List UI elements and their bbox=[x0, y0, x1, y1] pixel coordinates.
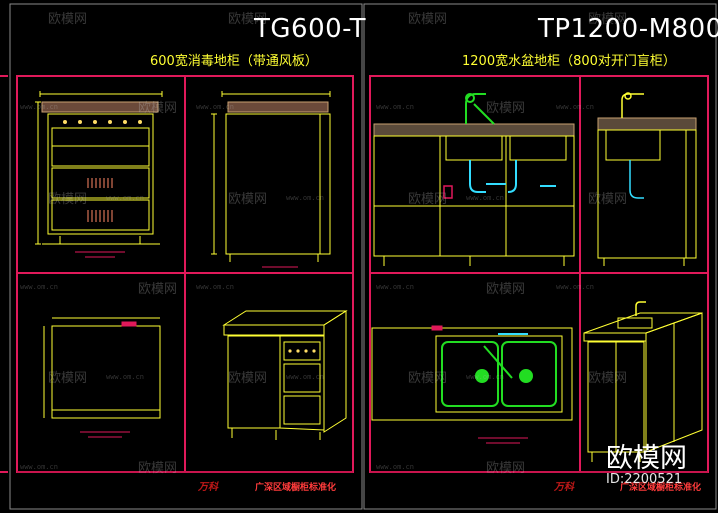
watermark-url: www.om.cn bbox=[466, 194, 504, 202]
brand-logo-text: 欧模网 bbox=[606, 443, 687, 474]
tg600-front-elevation bbox=[35, 91, 163, 245]
vanke-logo: 万科 bbox=[554, 482, 574, 493]
watermark-url: www.om.cn bbox=[106, 373, 144, 381]
left-footer-caption: 广深区域橱柜标准化 bbox=[255, 483, 337, 493]
watermark-brand: 欧模网 bbox=[138, 101, 178, 116]
watermark-url: www.om.cn bbox=[376, 103, 414, 111]
watermark-url: www.om.cn bbox=[376, 283, 414, 291]
right-footer-caption: 广深区域橱柜标准化 bbox=[620, 483, 702, 493]
watermark-brand: 欧模网 bbox=[138, 282, 178, 297]
watermark-url: www.om.cn bbox=[106, 194, 144, 202]
watermark-brand: 欧模网 bbox=[408, 371, 448, 386]
brand-id: ID:2200521 bbox=[606, 472, 683, 487]
left-model-description: 600宽消毒地柜（带通风板） bbox=[150, 54, 318, 69]
watermark-url: www.om.cn bbox=[466, 373, 504, 381]
watermark-brand: 欧模网 bbox=[486, 101, 526, 116]
watermark-brand: 欧模网 bbox=[486, 282, 526, 297]
watermark-url: www.om.cn bbox=[376, 463, 414, 471]
tg600-plan-view bbox=[43, 317, 161, 419]
right-model-code: TP1200-M800 bbox=[538, 14, 718, 44]
left-model-code: TG600-T bbox=[254, 14, 367, 44]
vanke-logo: 万科 bbox=[198, 482, 218, 493]
right-model-description: 1200宽水盆地柜（800对开门盲柜） bbox=[462, 54, 676, 69]
watermark-url: www.om.cn bbox=[286, 194, 324, 202]
watermark-url: www.om.cn bbox=[196, 103, 234, 111]
watermark-url: www.om.cn bbox=[286, 373, 324, 381]
watermark-brand: 欧模网 bbox=[588, 371, 628, 386]
watermark-url: www.om.cn bbox=[556, 103, 594, 111]
watermark-brand: 欧模网 bbox=[588, 12, 628, 27]
watermark-url: www.om.cn bbox=[196, 283, 234, 291]
watermark-url: www.om.cn bbox=[20, 103, 58, 111]
watermark-url: www.om.cn bbox=[20, 283, 58, 291]
watermark-brand: 欧模网 bbox=[228, 12, 268, 27]
watermark-brand: 欧模网 bbox=[138, 461, 178, 476]
watermark-brand: 欧模网 bbox=[228, 192, 268, 207]
tp1200-side-elevation bbox=[597, 117, 697, 266]
tp1200-front-elevation bbox=[373, 123, 575, 266]
watermark-brand: 欧模网 bbox=[48, 371, 88, 386]
watermark-brand: 欧模网 bbox=[48, 12, 88, 27]
tp1200-plan-view bbox=[371, 327, 573, 421]
left-sheet-border bbox=[9, 3, 363, 510]
right-sheet-border bbox=[363, 3, 717, 510]
watermark-brand: 欧模网 bbox=[48, 192, 88, 207]
watermark-brand: 欧模网 bbox=[408, 192, 448, 207]
tg600-3d-view bbox=[222, 310, 348, 440]
watermark-brand: 欧模网 bbox=[588, 192, 628, 207]
watermark-brand: 欧模网 bbox=[228, 371, 268, 386]
watermark-url: www.om.cn bbox=[556, 283, 594, 291]
watermark-brand: 欧模网 bbox=[408, 12, 448, 27]
tp1200-3d-view bbox=[583, 312, 703, 462]
watermark-url: www.om.cn bbox=[20, 463, 58, 471]
tg600-side-elevation bbox=[211, 91, 331, 262]
watermark-brand: 欧模网 bbox=[486, 461, 526, 476]
